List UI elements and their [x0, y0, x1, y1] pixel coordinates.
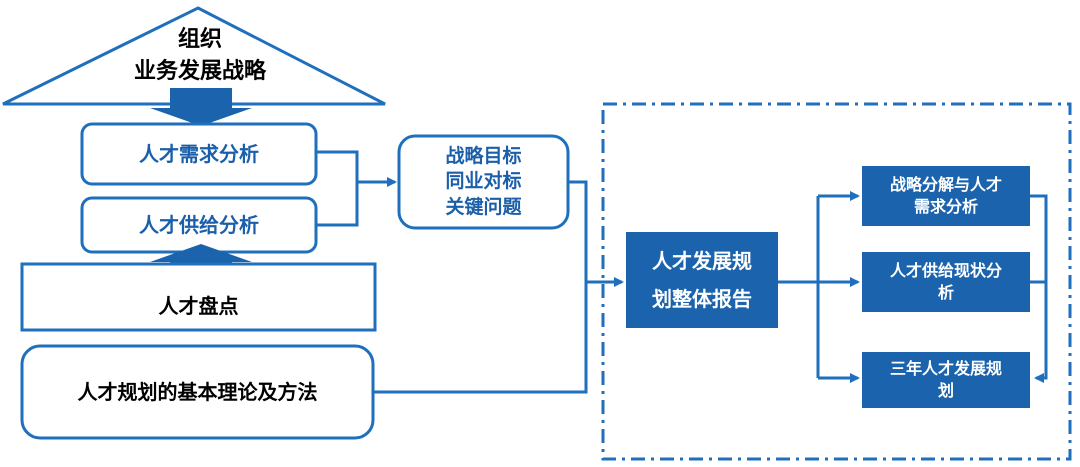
theory-methods-label: 人才规划的基本理论及方法	[77, 379, 318, 404]
supply-connector	[316, 182, 359, 227]
supply-status-label: 人才供给现状分 析	[889, 261, 1002, 302]
three-year-plan-label: 三年人才发展规 划	[889, 359, 1002, 400]
three-year-plan-box	[862, 352, 1030, 408]
goals-to-report-line	[568, 180, 624, 287]
decomp-demand-box	[862, 166, 1030, 226]
overall-report-label: 人才发展规 划整体报告	[652, 249, 752, 311]
talent-inventory-box	[20, 262, 377, 332]
talent-demand-box	[80, 122, 318, 186]
strategy-down-arrow-shaft	[170, 88, 232, 108]
demand-connector	[316, 150, 359, 182]
talent-inventory-label: 人才盘点	[158, 293, 239, 318]
overall-report-box	[626, 232, 778, 328]
org-strategy-label: 组织 业务发展战略	[133, 27, 266, 84]
report-scope-frame	[601, 102, 1072, 461]
talent-supply-label: 人才供给分析	[139, 212, 259, 237]
inventory-up-arrow-head	[150, 244, 252, 262]
talent-demand-label: 人才需求分析	[139, 141, 259, 166]
strategy-goals-label: 战略目标 同业对标 关键问题	[445, 144, 522, 218]
decomp-demand-label: 战略分解与人才 需求分析	[889, 175, 1002, 216]
supply-status-box	[862, 252, 1030, 312]
theory-to-report-line	[373, 282, 588, 394]
strategy-down-arrow-head	[150, 108, 252, 126]
feedback-bracket	[1030, 194, 1048, 383]
